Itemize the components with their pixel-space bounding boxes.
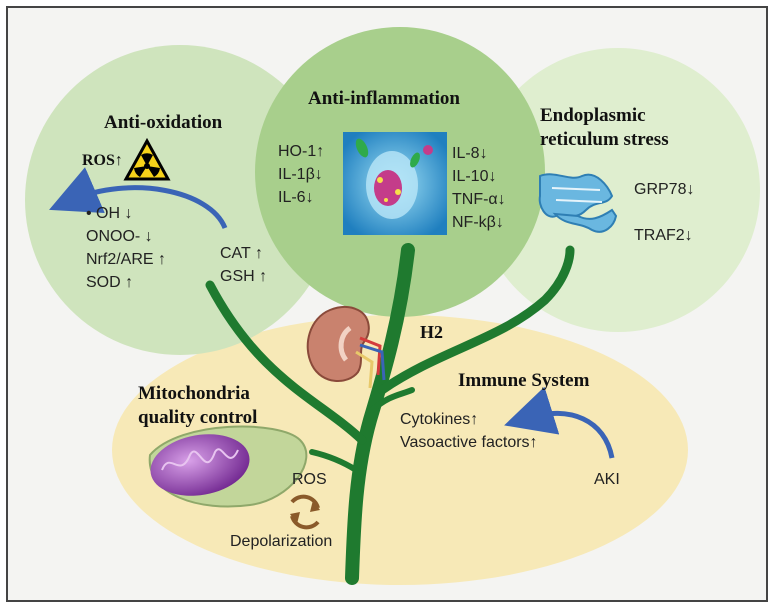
list-item: HO-1↑ [278, 143, 325, 160]
mitochondria-title-line2: quality control [138, 407, 258, 428]
list-item: TNF-α↓ [452, 191, 506, 208]
mitochondria-title: Mitochondria quality control [138, 382, 257, 430]
list-item: SOD ↑ [86, 274, 134, 291]
er-stress-title-line2: reticulum stress [540, 129, 669, 150]
mitochondria-depolarization: Depolarization [230, 533, 333, 550]
list-item: CAT ↑ [220, 245, 263, 262]
anti-oxidation-right-list: CAT ↑ GSH ↑ [220, 242, 267, 288]
er-stress-title-line1: Endoplasmic [540, 105, 646, 126]
tree-branch-left [205, 280, 367, 445]
er-item-traf2: TRAF2↓ [634, 227, 693, 244]
list-item: • OH ↓ [86, 205, 133, 222]
anti-oxidation-left-list: • OH ↓ ONOO- ↓ Nrf2/ARE ↑ SOD ↑ [86, 202, 166, 294]
tree-twig-immune [369, 387, 415, 413]
tree-twig-mito [309, 449, 359, 473]
aki-arrow [504, 386, 615, 459]
anti-inflammation-left-list: HO-1↑ IL-1β↓ IL-6↓ [278, 140, 324, 209]
anti-inflammation-title: Anti-inflammation [308, 88, 460, 109]
anti-oxidation-title: Anti-oxidation [104, 112, 223, 133]
list-item: Vasoactive factors↑ [400, 434, 538, 451]
oxidation-arrow [49, 167, 228, 230]
mitochondria-ros: ROS [292, 471, 327, 488]
immune-mito-ellipse [112, 315, 688, 585]
list-item: GSH ↑ [220, 268, 268, 285]
mitochondria-title-line1: Mitochondria [138, 383, 250, 404]
tree-trunk [345, 243, 415, 585]
er-stress-title: Endoplasmic reticulum stress [540, 104, 669, 152]
tree-branch-right [377, 245, 575, 395]
immune-cell-image [343, 132, 447, 235]
anti-oxidation-ros: ROS↑ [82, 152, 123, 169]
radiation-icon [123, 137, 171, 181]
list-item: IL-6↓ [278, 189, 314, 206]
anti-oxidation-circle [25, 45, 335, 355]
list-item: NF-kβ↓ [452, 214, 504, 231]
immune-system-list: Cytokines↑ Vasoactive factors↑ [400, 408, 538, 454]
list-item: Cytokines↑ [400, 411, 479, 428]
h2-tree [205, 243, 575, 585]
list-item: IL-10↓ [452, 168, 497, 185]
kidney-icon [306, 306, 386, 389]
aki-label: AKI [594, 471, 620, 488]
anti-inflammation-right-list: IL-8↓ IL-10↓ TNF-α↓ NF-kβ↓ [452, 142, 506, 234]
h2-label: H2 [420, 322, 444, 342]
list-item: IL-1β↓ [278, 166, 323, 183]
er-stress-circle [476, 48, 760, 332]
mitochondrion-icon [148, 425, 308, 508]
cycle-icon [290, 494, 320, 530]
immune-system-title: Immune System [458, 370, 590, 391]
list-item: IL-8↓ [452, 145, 488, 162]
endoplasmic-reticulum-icon [538, 173, 618, 233]
list-item: ONOO- ↓ [86, 228, 153, 245]
list-item: Nrf2/ARE ↑ [86, 251, 167, 268]
er-item-grp78: GRP78↓ [634, 181, 695, 198]
